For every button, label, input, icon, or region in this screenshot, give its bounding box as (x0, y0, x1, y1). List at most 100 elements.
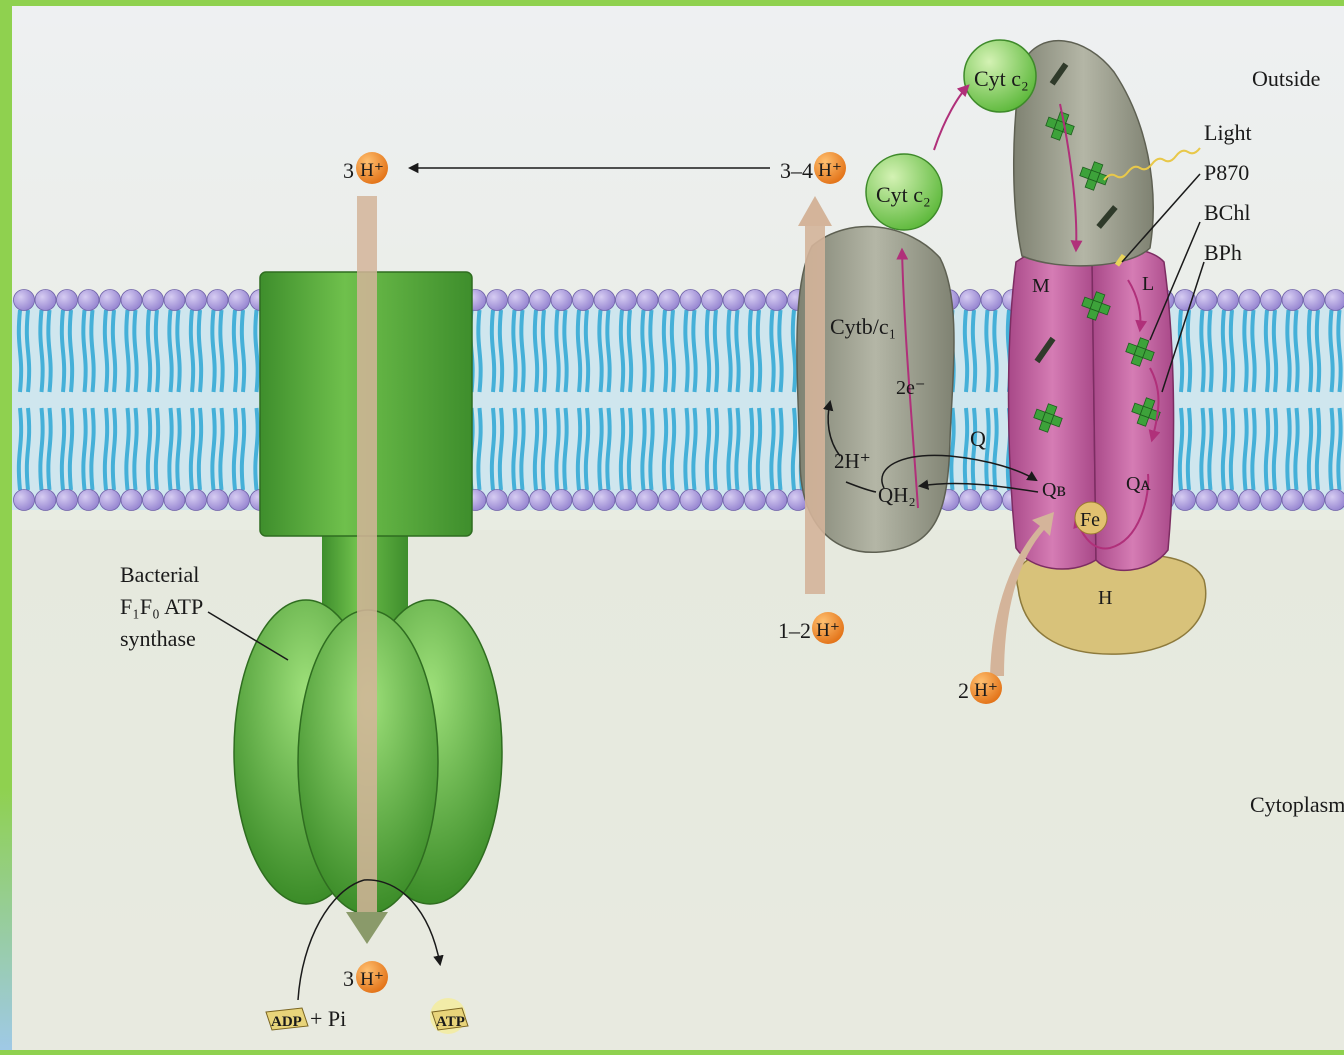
p870-label: P870 (1204, 160, 1249, 185)
lipid-tail (40, 310, 42, 392)
lipid-tail (578, 408, 580, 490)
atp-synthase-label-line2: F₁F₀ ATP (120, 594, 203, 619)
lipid-head (508, 490, 529, 511)
qb-label: Qʙ (1042, 479, 1066, 501)
lipid-head (616, 490, 637, 511)
lipid-tail (521, 408, 523, 490)
lipid-tail (242, 408, 244, 490)
lipid-head (143, 290, 164, 311)
lipid-tail (83, 310, 85, 392)
lipid-tail (758, 408, 760, 490)
lipid-tail (134, 310, 136, 392)
adp-label: ADP (271, 1014, 302, 1030)
fe-center: Fe (1075, 502, 1107, 534)
lipid-tail (70, 408, 72, 490)
lipid-head (508, 290, 529, 311)
cytoplasm-label: Cytoplasm (1250, 792, 1344, 817)
lipid-tail (994, 310, 996, 392)
lipid-tail (1330, 310, 1332, 392)
lipid-head (702, 290, 723, 311)
lipid-head (530, 290, 551, 311)
lipid-head (723, 290, 744, 311)
lipid-tail (500, 408, 502, 490)
lipid-tail (1274, 408, 1276, 490)
lipid-tail (1317, 408, 1319, 490)
lipid-tail (169, 310, 171, 392)
cyt-c2-upper: Cyt c₂ (964, 40, 1036, 112)
lipid-tail (1231, 310, 1233, 392)
h-subunit-label: H (1098, 587, 1112, 609)
lipid-tail (994, 408, 996, 490)
lipid-head (207, 290, 228, 311)
lipid-tail (62, 408, 64, 490)
lipid-head (1261, 290, 1282, 311)
lipid-tail (1266, 408, 1268, 490)
lipid-tail (556, 310, 558, 392)
lipid-head (530, 490, 551, 511)
lipid-tail (48, 310, 50, 392)
lipid-head (594, 290, 615, 311)
lipid-tail (586, 408, 588, 490)
lipid-tail (758, 310, 760, 392)
lipid-tail (478, 310, 480, 392)
lipid-tail (212, 408, 214, 490)
lipid-tail (779, 408, 781, 490)
lipid-head (723, 490, 744, 511)
lipid-tail (91, 408, 93, 490)
lipid-head (186, 490, 207, 511)
lipid-tail (1180, 310, 1182, 392)
lipid-tail (685, 408, 687, 490)
lipid-tail (126, 310, 128, 392)
cyt-c2-lower: Cyt c₂ (866, 154, 942, 230)
lipid-tail (220, 408, 222, 490)
lipid-tail (672, 408, 674, 490)
lipid-tail (1252, 408, 1254, 490)
cyt-bc1-label: Cytb/c₁ (830, 314, 896, 339)
bchl-label: BChl (1204, 200, 1250, 225)
lipid-tail (693, 408, 695, 490)
lipid-head (1239, 490, 1260, 511)
lipid-tail (1188, 310, 1190, 392)
lipid-tail (556, 408, 558, 490)
lipid-tail (642, 408, 644, 490)
lipid-tail (564, 310, 566, 392)
lipid-tail (664, 310, 666, 392)
lipid-tail (1309, 310, 1311, 392)
lipid-tail (973, 310, 975, 392)
lipid-tail (685, 310, 687, 392)
lipid-tail (27, 310, 29, 392)
lipid-head (229, 290, 250, 311)
lipid-tail (1231, 408, 1233, 490)
lipid-head (1218, 490, 1239, 511)
lipid-head (1239, 290, 1260, 311)
lipid-tail (113, 408, 115, 490)
lipid-tail (255, 310, 257, 392)
lipid-tail (126, 408, 128, 490)
lipid-tail (1180, 408, 1182, 490)
lipid-tail (1287, 310, 1289, 392)
lipid-tail (535, 408, 537, 490)
lipid-tail (1274, 310, 1276, 392)
lipid-tail (1244, 408, 1246, 490)
m-subunit-label: M (1032, 275, 1050, 297)
lipid-head (680, 290, 701, 311)
lipid-tail (1209, 408, 1211, 490)
lipid-tail (156, 408, 158, 490)
lipid-head (551, 490, 572, 511)
pi-label: + Pi (310, 1006, 346, 1031)
lipid-head (78, 290, 99, 311)
lipid-tail (19, 310, 21, 392)
lipid-tail (664, 408, 666, 490)
lipid-tail (1317, 310, 1319, 392)
lipid-tail (169, 408, 171, 490)
lipid-tail (148, 310, 150, 392)
lipid-tail (599, 408, 601, 490)
electrons-label: 2e⁻ (896, 377, 925, 399)
lipid-head (1325, 490, 1344, 511)
lipid-tail (242, 310, 244, 392)
lipid-tail (177, 310, 179, 392)
lipid-head (164, 290, 185, 311)
lipid-tail (521, 310, 523, 392)
